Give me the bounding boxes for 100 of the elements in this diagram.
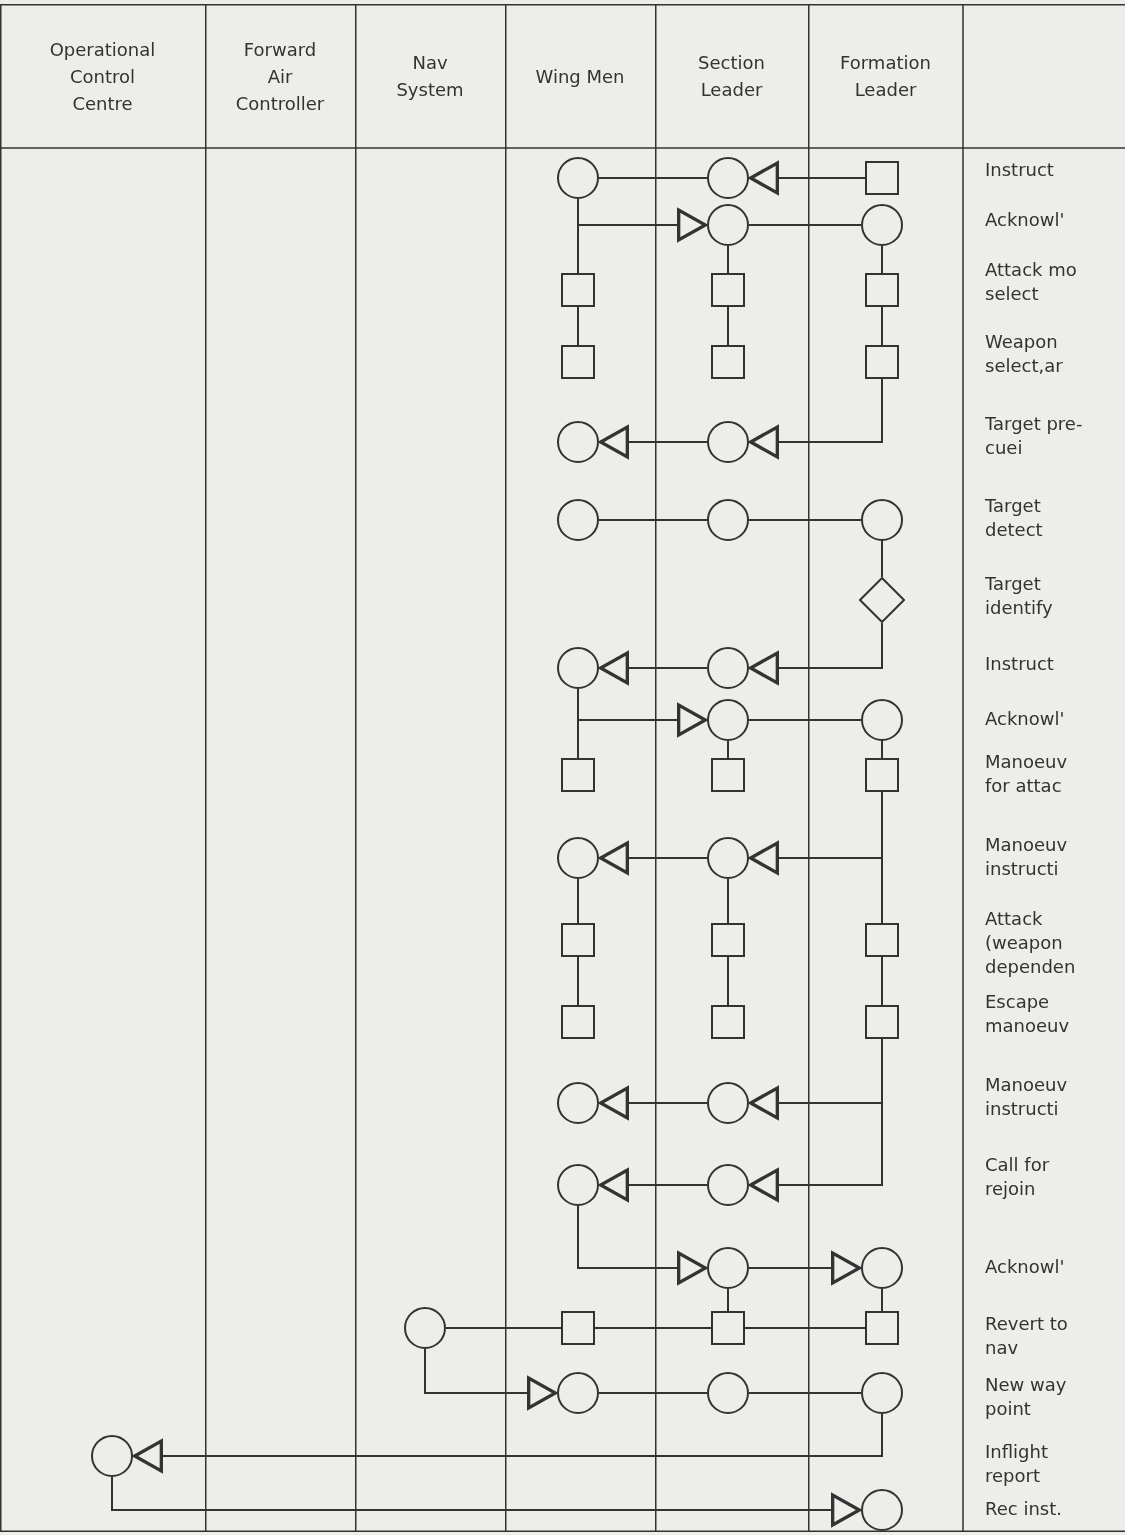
circle-symbol [707, 204, 749, 246]
connector-line [748, 622, 883, 685]
connector-line [881, 245, 883, 274]
connector-line [748, 161, 866, 195]
circle-symbol [861, 699, 903, 741]
row-label: Acknowl' [985, 707, 1066, 731]
square-symbol [711, 273, 745, 307]
connector-line [727, 956, 729, 1006]
connector-line [577, 956, 579, 1006]
connector-line [748, 224, 862, 226]
circle-symbol [557, 1082, 599, 1124]
column-header: Operational Control Centre [0, 4, 205, 148]
connector-line [748, 1038, 883, 1202]
circle-symbol [861, 1372, 903, 1414]
square-symbol [561, 273, 595, 307]
connector-line [881, 540, 883, 578]
row-label: Acknowl' [985, 208, 1066, 232]
row-label: New way point [985, 1373, 1068, 1421]
connector-line [577, 688, 579, 759]
diamond-symbol [859, 577, 905, 623]
square-symbol [865, 758, 899, 792]
row-label: Attack (weapon dependen [985, 907, 1077, 979]
circle-symbol [707, 499, 749, 541]
circle-symbol [707, 1164, 749, 1206]
circle-symbol [707, 421, 749, 463]
connector-line [744, 1327, 866, 1329]
row-label: Target identify [985, 572, 1054, 620]
circle-symbol [91, 1435, 133, 1477]
column-header: Section Leader [655, 4, 808, 148]
column-header: Forward Air Controller [205, 4, 355, 148]
row-label: Acknowl' [985, 1255, 1066, 1279]
connector-line [727, 740, 729, 759]
circle-symbol [707, 699, 749, 741]
row-label: Weapon select,ar [985, 330, 1064, 378]
connector-line [727, 306, 729, 346]
square-symbol [865, 1005, 899, 1039]
row-label: Attack mo select [985, 258, 1078, 306]
square-symbol [865, 273, 899, 307]
row-label: Revert to nav [985, 1312, 1069, 1360]
connector-line [881, 956, 883, 1006]
connector-line [727, 1288, 729, 1312]
square-symbol [561, 1311, 595, 1345]
square-symbol [561, 345, 595, 379]
connector-line [881, 306, 883, 346]
connector-line [748, 1251, 862, 1285]
circle-symbol [707, 157, 749, 199]
row-label: Instruct [985, 652, 1055, 676]
square-symbol [711, 758, 745, 792]
connector-line [594, 1327, 712, 1329]
row-label: Call for rejoin [985, 1153, 1051, 1201]
connector-line [881, 791, 883, 924]
square-symbol [865, 161, 899, 195]
circle-symbol [557, 1372, 599, 1414]
square-symbol [711, 345, 745, 379]
circle-symbol [861, 1247, 903, 1289]
circle-symbol [861, 1489, 903, 1531]
connector-line [748, 1392, 862, 1394]
row-label: Rec inst. [985, 1497, 1063, 1521]
row-label: Manoeuv instructi [985, 1073, 1069, 1121]
circle-symbol [861, 499, 903, 541]
connector-line [598, 651, 708, 685]
square-symbol [865, 923, 899, 957]
circle-symbol [557, 837, 599, 879]
circle-symbol [557, 421, 599, 463]
column-header: Wing Men [505, 4, 655, 148]
circle-symbol [404, 1307, 446, 1349]
column-header: Formation Leader [808, 4, 963, 148]
circle-symbol [557, 647, 599, 689]
row-label: Inflight report [985, 1440, 1049, 1488]
connector-line [748, 519, 862, 521]
row-label: Manoeuv for attac [985, 750, 1069, 798]
connector-line [424, 1348, 558, 1410]
square-symbol [561, 1005, 595, 1039]
circle-symbol [707, 837, 749, 879]
connector-line [111, 1476, 862, 1527]
square-symbol [561, 923, 595, 957]
circle-symbol [707, 1372, 749, 1414]
circle-symbol [557, 157, 599, 199]
circle-symbol [557, 499, 599, 541]
connector-line [598, 519, 708, 521]
connector-line [881, 740, 883, 759]
circle-symbol [557, 1164, 599, 1206]
row-label: Target detect [985, 494, 1044, 542]
connector-line [445, 1327, 562, 1329]
connector-line [881, 1288, 883, 1312]
square-symbol [865, 1311, 899, 1345]
square-symbol [711, 923, 745, 957]
square-symbol [561, 758, 595, 792]
connector-line [132, 1413, 883, 1473]
circle-symbol [861, 204, 903, 246]
connector-line [748, 378, 883, 459]
circle-symbol [707, 1247, 749, 1289]
connector-line [748, 719, 862, 721]
circle-symbol [707, 1082, 749, 1124]
connector-line [727, 878, 729, 924]
connector-line [727, 245, 729, 274]
connector-line [577, 306, 579, 346]
connector-line [577, 198, 579, 274]
connector-line [598, 1086, 708, 1120]
connector-line [598, 425, 708, 459]
